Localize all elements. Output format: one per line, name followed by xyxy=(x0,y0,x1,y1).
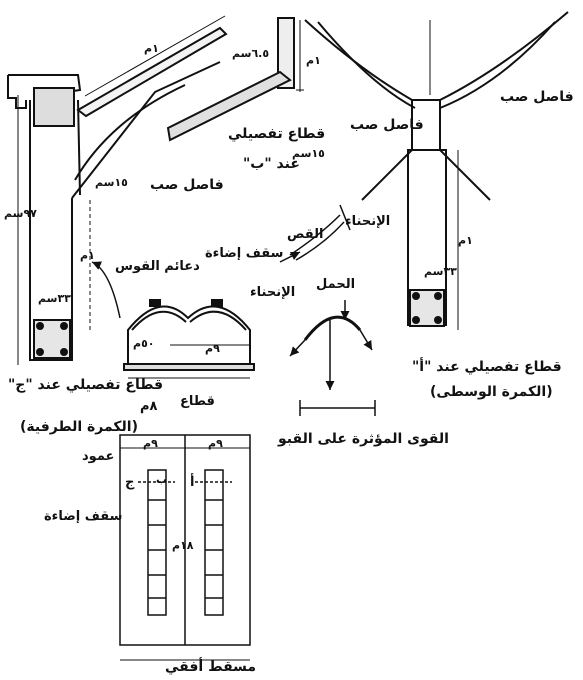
separator-label-right: فاصل صب xyxy=(500,89,574,105)
section-c-sub: (الكمرة الطرفية) xyxy=(20,419,139,435)
dim-18m: ١٨م xyxy=(172,539,194,552)
dim-9m-plan-right: ٩م xyxy=(208,437,223,450)
dim-1m-left: ١م xyxy=(80,249,95,262)
skylight-label: سقف إضاءة xyxy=(205,246,284,261)
dim-97cm: ٩٧سم xyxy=(4,207,37,220)
pointer-arrow xyxy=(91,261,121,319)
plan-view xyxy=(119,434,251,661)
load-label: الحمل xyxy=(316,277,356,292)
dim-9m-arch: ٩م xyxy=(205,342,220,355)
section-c-title: قطاع تفصيلي عند "ج" xyxy=(8,377,164,393)
dim-9m-plan-left: ٩م xyxy=(143,437,158,450)
edge-beam-section xyxy=(7,61,221,365)
mark-j: ج xyxy=(125,475,135,490)
dim-33cm-right: ٣٣سم xyxy=(424,265,457,278)
column-label: عمود xyxy=(82,449,115,464)
dim-1m-right: ١م xyxy=(458,234,473,247)
plan-view-label: مسقط أفقي xyxy=(165,659,257,675)
shear-bending-sketch xyxy=(279,204,351,263)
separator-label-left: فاصل صب xyxy=(150,177,224,193)
dim-1m-b: ١م xyxy=(306,54,321,67)
dim-50m: ٥٠م xyxy=(133,337,155,350)
dim-1m-top: ١م xyxy=(144,42,159,55)
sloping-slab xyxy=(74,15,228,181)
vault-section xyxy=(123,299,255,379)
section-label: قطاع xyxy=(180,394,215,409)
dim-33cm-left: ٣٣سم xyxy=(38,292,71,305)
mark-b: ب xyxy=(156,473,168,486)
arch-supports-label: دعائم القوس xyxy=(115,259,200,274)
forces-on-vault xyxy=(289,300,376,416)
dim-8m: ٨م xyxy=(140,399,158,414)
shear-label: القص xyxy=(287,227,324,242)
section-b xyxy=(166,17,304,142)
section-b-at: عند "ب" xyxy=(243,156,300,172)
mark-a: أ xyxy=(190,475,195,490)
forces-title: القوى المؤثرة على القبو xyxy=(278,431,449,447)
section-a-sub: (الكمرة الوسطى) xyxy=(430,384,553,400)
dim-15cm-left: ١٥سم xyxy=(95,176,128,189)
dim-15cm-b: ١٥سم xyxy=(292,147,325,160)
bending-bottom: الإنحناء xyxy=(250,285,296,300)
bending-top: الإنحناء xyxy=(345,214,391,229)
dim-6-5cm: ٦.٥سم xyxy=(232,47,270,60)
skylight-plan-label: سقف إضاءة xyxy=(44,509,123,524)
section-a-title: قطاع تفصيلي عند "أ" xyxy=(412,359,562,375)
middle-beam-section xyxy=(304,11,569,330)
section-b-title: قطاع تفصيلي xyxy=(228,126,326,142)
separator-label-mid: فاصل صب xyxy=(350,117,424,133)
